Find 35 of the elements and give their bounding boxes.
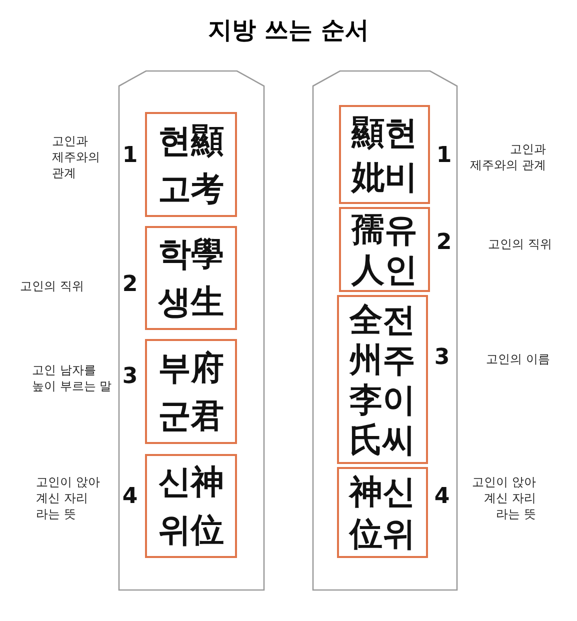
annotation-text: 고인과 제주와의 관계 xyxy=(52,132,101,180)
tablet-inscription: 부府 군君 xyxy=(157,346,225,436)
text-frame xyxy=(145,226,237,330)
step-number: 4 xyxy=(121,484,139,509)
annotation-text: 고인의 직위 xyxy=(20,278,85,294)
tablet-inscription: 孺유 人인 xyxy=(350,210,418,290)
text-frame xyxy=(145,112,237,217)
annotation-text: 고인의 직위 xyxy=(487,236,552,252)
tablet-inscription: 神신 位위 xyxy=(348,470,416,554)
annotation-text: 고인과 제주와의 관계 xyxy=(469,140,546,172)
annotation-text: 고인의 이름 xyxy=(485,350,550,366)
text-frame xyxy=(339,207,430,292)
tablet-inscription: 학學 생生 xyxy=(157,233,225,323)
step-number: 3 xyxy=(121,364,139,388)
step-number: 1 xyxy=(121,142,139,168)
text-frame xyxy=(145,454,237,558)
text-frame xyxy=(145,339,237,444)
step-number: 2 xyxy=(121,272,139,297)
step-number: 4 xyxy=(433,484,451,508)
tablet-inscription: 현顯 고考 xyxy=(157,120,225,210)
tablet-inscription: 全전 州주 李이 氏씨 xyxy=(348,300,416,460)
annotation-text: 고인이 앉아 계신 자리 라는 뜻 xyxy=(471,474,536,522)
annotation-text: 고인이 앉아 계신 자리 라는 뜻 xyxy=(36,474,101,522)
step-number: 2 xyxy=(435,230,453,254)
text-frame xyxy=(337,467,428,558)
title: 지방 쓰는 순서 xyxy=(207,15,370,46)
step-number: 3 xyxy=(433,344,451,370)
text-frame xyxy=(339,105,430,204)
text-frame xyxy=(337,295,428,464)
annotation-text: 고인 남자를 높이 부르는 말 xyxy=(32,362,112,394)
memorial-tablet xyxy=(313,71,457,590)
step-number: 1 xyxy=(435,142,453,168)
tablet-inscription: 顯현 妣비 xyxy=(350,112,418,198)
memorial-tablet xyxy=(119,71,264,590)
tablet-inscription: 신神 위位 xyxy=(157,461,225,551)
